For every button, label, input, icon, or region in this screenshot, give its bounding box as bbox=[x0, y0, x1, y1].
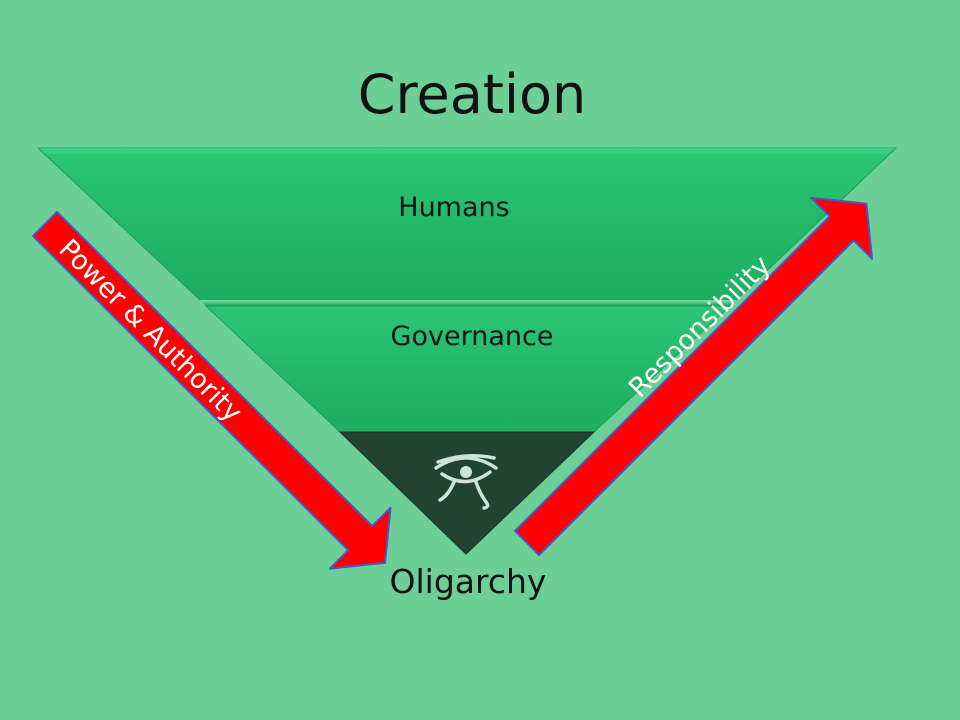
eye-of-horus-icon bbox=[434, 454, 498, 510]
pyramid-layer-tip bbox=[338, 431, 596, 555]
layer-separator bbox=[200, 300, 736, 306]
arrow-up-right-icon bbox=[513, 196, 874, 557]
layer-label-humans: Humans bbox=[398, 192, 509, 223]
arrow-down-right-icon bbox=[32, 210, 392, 570]
oligarchy-label: Oligarchy bbox=[390, 562, 547, 601]
layer-label-governance: Governance bbox=[391, 321, 554, 352]
slide-title: Creation bbox=[358, 63, 586, 126]
layer-highlight bbox=[38, 148, 896, 154]
